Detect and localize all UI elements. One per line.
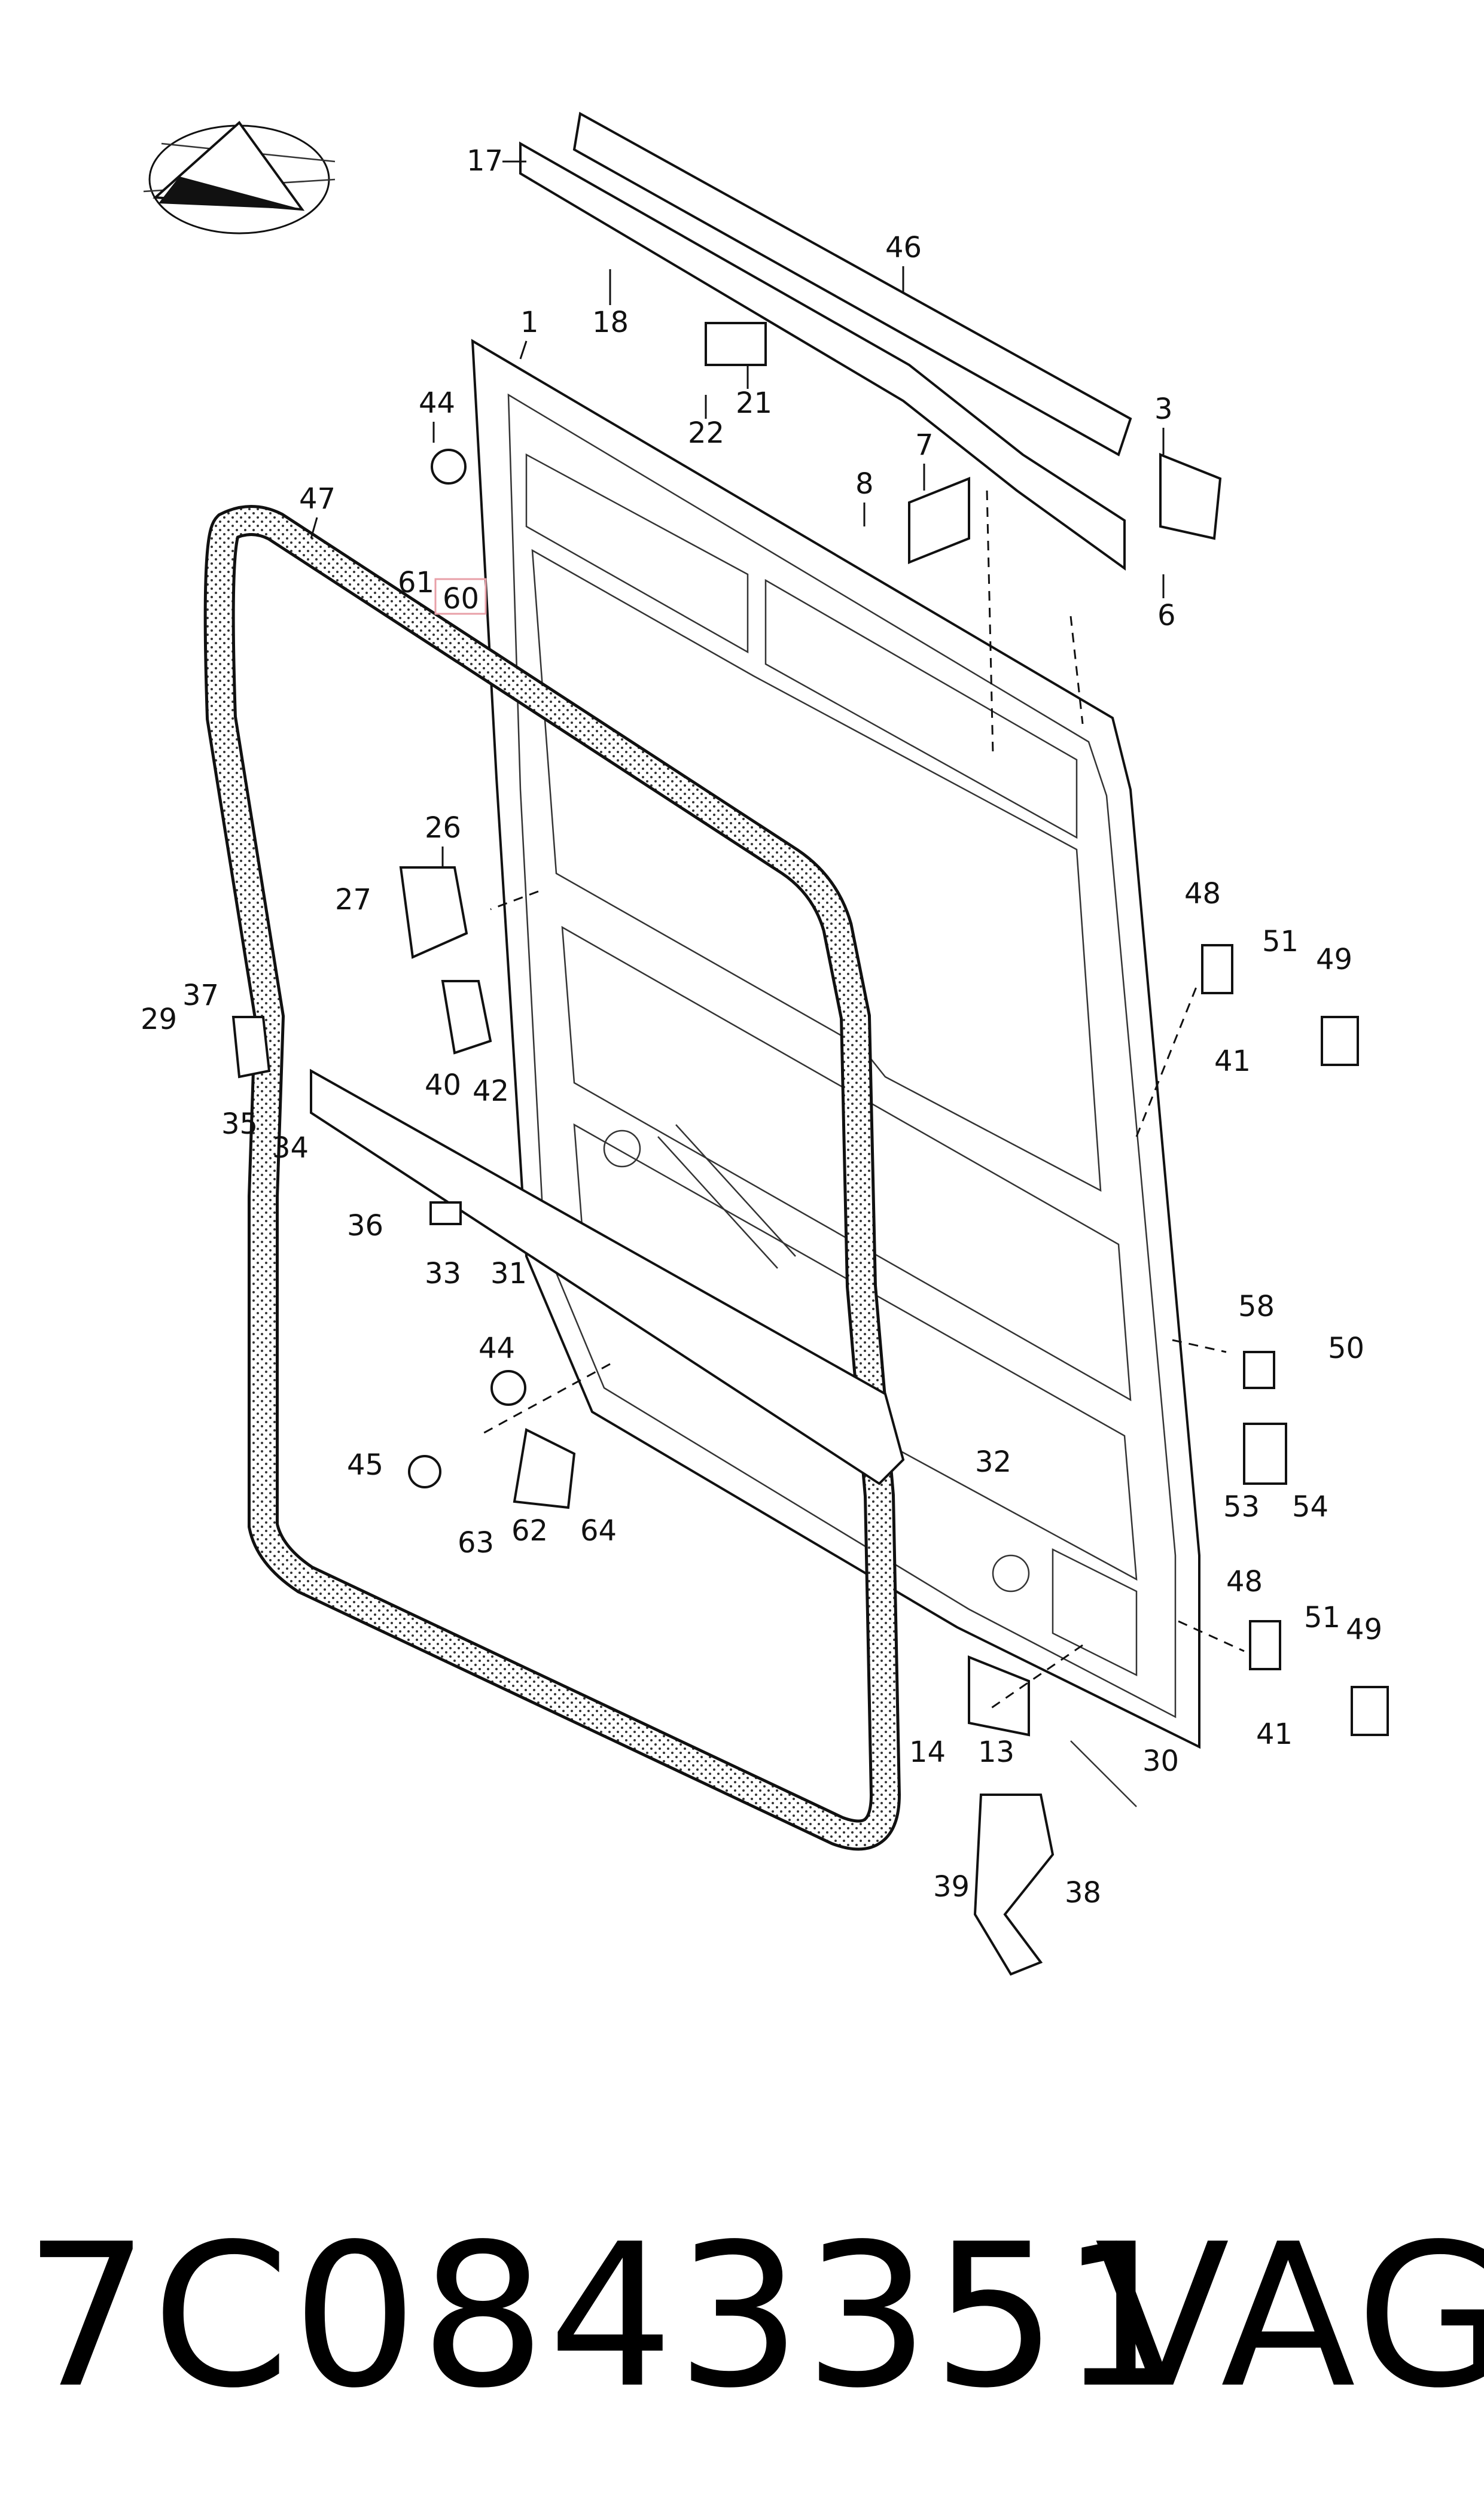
callout-64: 64 xyxy=(580,1514,617,1548)
callout-46: 46 xyxy=(885,231,922,264)
callout-30: 30 xyxy=(1142,1744,1179,1778)
callout-54: 54 xyxy=(1292,1490,1328,1524)
callout-18: 18 xyxy=(592,306,629,339)
exploded-parts-diagram: 17 46 1 18 21 22 3 44 47 7 8 6 61 60 26 … xyxy=(141,111,1389,1976)
callout-53: 53 xyxy=(1223,1490,1260,1524)
callout-50: 50 xyxy=(1328,1332,1364,1365)
callout-49: 49 xyxy=(1316,943,1352,976)
orientation-symbol xyxy=(143,121,336,235)
hinge-parts xyxy=(231,322,1389,1976)
callout-35: 35 xyxy=(221,1107,258,1141)
callout-51: 51 xyxy=(1262,925,1299,958)
upper-guide-rail xyxy=(519,111,1132,571)
callout-22: 22 xyxy=(688,416,724,450)
door-panel xyxy=(471,339,1200,1749)
callout-40: 40 xyxy=(425,1068,461,1102)
callout-60-highlight xyxy=(434,578,487,615)
callout-61: 61 xyxy=(398,566,434,599)
callout-31: 31 xyxy=(490,1257,527,1290)
part-number: 7C0843351 xyxy=(24,2202,1189,2431)
callout-62: 62 xyxy=(511,1514,548,1548)
callout-63: 63 xyxy=(458,1526,494,1560)
callout-39: 39 xyxy=(933,1870,970,1904)
callout-60: 60 xyxy=(443,582,479,616)
callout-49: 49 xyxy=(1346,1613,1382,1646)
callout-41: 41 xyxy=(1256,1718,1293,1751)
callout-44: 44 xyxy=(419,386,455,420)
callout-36: 36 xyxy=(347,1209,383,1243)
callout-34: 34 xyxy=(272,1131,309,1165)
lower-guide-rail xyxy=(310,1068,905,1485)
callout-13: 13 xyxy=(978,1735,1014,1769)
callout-1: 1 xyxy=(520,306,539,339)
callout-17: 17 xyxy=(467,144,503,178)
callout-26: 26 xyxy=(425,811,461,845)
callout-7: 7 xyxy=(915,428,934,462)
callout-labels: 17 46 1 18 21 22 3 44 47 7 8 6 61 60 26 … xyxy=(141,144,1382,1910)
callout-48: 48 xyxy=(1226,1565,1263,1599)
callout-29: 29 xyxy=(141,1003,177,1036)
callout-48: 48 xyxy=(1184,877,1221,911)
callout-33: 33 xyxy=(425,1257,461,1290)
callout-21: 21 xyxy=(736,386,772,420)
callout-45: 45 xyxy=(347,1448,383,1482)
callout-44: 44 xyxy=(479,1332,515,1365)
callout-47: 47 xyxy=(299,482,336,516)
callout-41: 41 xyxy=(1214,1045,1251,1078)
callout-27: 27 xyxy=(335,883,371,917)
callout-3: 3 xyxy=(1154,392,1173,426)
callout-32: 32 xyxy=(975,1445,1011,1479)
callout-8: 8 xyxy=(855,467,874,501)
callout-58: 58 xyxy=(1238,1290,1275,1323)
callout-51: 51 xyxy=(1304,1601,1340,1634)
callout-42: 42 xyxy=(473,1074,509,1108)
callout-38: 38 xyxy=(1065,1876,1101,1910)
callout-6: 6 xyxy=(1157,599,1176,632)
callout-37: 37 xyxy=(182,979,219,1012)
callout-14: 14 xyxy=(909,1735,946,1769)
brand-label: VAG xyxy=(1095,2202,1484,2431)
